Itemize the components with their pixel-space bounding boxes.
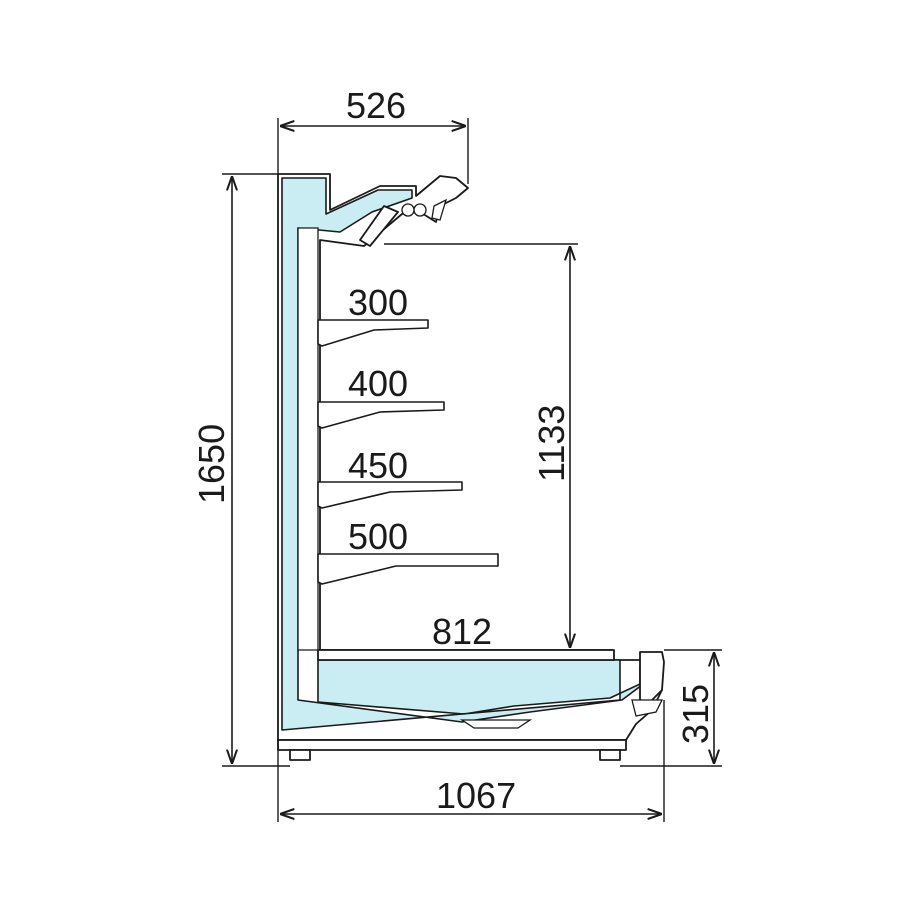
shelf-450 xyxy=(317,481,463,509)
shelf-300 xyxy=(317,319,429,347)
dimension-label-total-height: 1650 xyxy=(191,424,232,504)
shelf-label-500: 500 xyxy=(348,516,408,557)
cabinet-body xyxy=(277,173,665,761)
cabinet-liner xyxy=(281,177,655,731)
canopy-lamp-1 xyxy=(401,203,415,217)
front-foot xyxy=(599,749,621,761)
canopy-lamp-bracket xyxy=(431,198,448,221)
dimension-base-height xyxy=(620,649,722,767)
dimension-label-display-height: 1133 xyxy=(531,405,572,482)
dimension-label-top-depth: 526 xyxy=(346,85,406,126)
dimension-top-depth xyxy=(277,118,469,184)
canopy-lamp-2 xyxy=(413,203,427,217)
bottom-trough xyxy=(459,719,533,729)
dimension-total-depth xyxy=(277,700,665,822)
shelf-label-400: 400 xyxy=(348,363,408,404)
shelf-label-450: 450 xyxy=(348,445,408,486)
dimension-display-height xyxy=(384,243,578,648)
shelves xyxy=(317,319,499,585)
deck-label-812: 812 xyxy=(432,611,492,652)
base-plinth xyxy=(277,739,627,751)
front-grille-lip xyxy=(631,699,664,717)
dimension-label-base-height: 315 xyxy=(675,684,716,744)
shelf-label-300: 300 xyxy=(348,282,408,323)
rear-foot xyxy=(289,749,311,761)
canopy-light-housing xyxy=(359,205,399,247)
shelf-400 xyxy=(317,401,445,429)
cabinet-inner-wall xyxy=(297,227,319,651)
dimension-label-total-depth: 1067 xyxy=(436,775,516,816)
deck-pan xyxy=(317,649,615,661)
shelf-500 xyxy=(317,553,499,585)
